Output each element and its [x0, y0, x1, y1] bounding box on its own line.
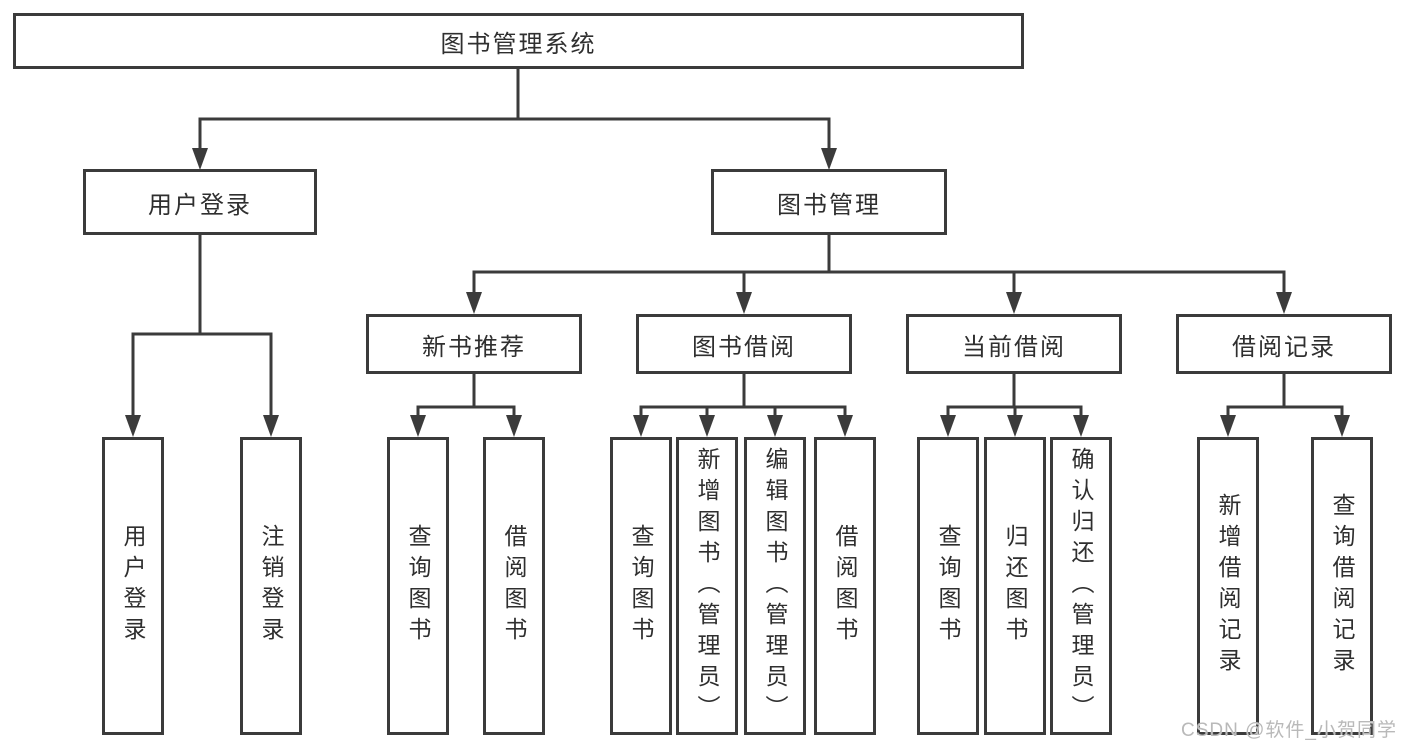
- leaf-add-book-admin: 新增图书（管理员）: [676, 437, 738, 735]
- leaf-query-books-borrow: 查询图书: [610, 437, 672, 735]
- node-root-library-system: 图书管理系统: [13, 13, 1024, 69]
- node-new-book-recommend: 新书推荐: [366, 314, 582, 374]
- node-current-borrow: 当前借阅: [906, 314, 1122, 374]
- node-book-borrow: 图书借阅: [636, 314, 852, 374]
- leaf-user-login: 用户登录: [102, 437, 164, 735]
- node-book-management: 图书管理: [711, 169, 947, 235]
- leaf-query-books-recommend: 查询图书: [387, 437, 449, 735]
- leaf-confirm-return-admin: 确认归还（管理员）: [1050, 437, 1112, 735]
- csdn-watermark: CSDN @软件_小贺同学: [1181, 720, 1397, 741]
- node-user-login: 用户登录: [83, 169, 317, 235]
- leaf-return-book: 归还图书: [984, 437, 1046, 735]
- leaf-borrow-books: 借阅图书: [814, 437, 876, 735]
- leaf-edit-book-admin: 编辑图书（管理员）: [744, 437, 806, 735]
- leaf-logout: 注销登录: [240, 437, 302, 735]
- node-borrow-records: 借阅记录: [1176, 314, 1392, 374]
- leaf-query-borrow-record: 查询借阅记录: [1311, 437, 1373, 735]
- leaf-add-borrow-record: 新增借阅记录: [1197, 437, 1259, 735]
- arrowheads: [125, 148, 1350, 437]
- leaf-borrow-books-recommend: 借阅图书: [483, 437, 545, 735]
- leaf-query-books-current: 查询图书: [917, 437, 979, 735]
